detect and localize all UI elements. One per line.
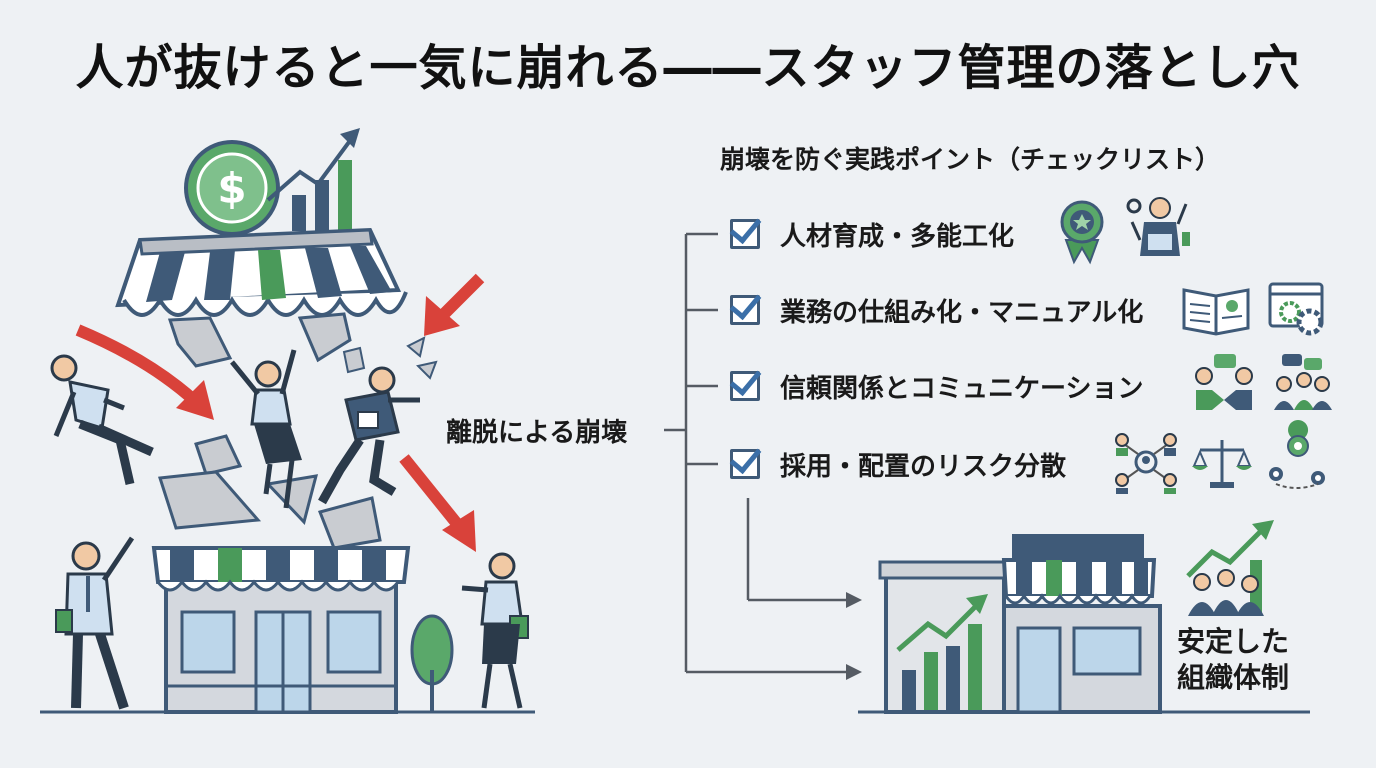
falling-person-right	[318, 366, 420, 505]
checkbox-checked-icon	[729, 440, 762, 479]
connector-lines	[664, 232, 850, 674]
location-pins-icon	[1269, 420, 1325, 489]
checklist-item-systemization: 業務の仕組み化・マニュアル化	[729, 286, 1144, 330]
checkbox-checked-icon	[729, 362, 762, 401]
flying-awning	[115, 227, 438, 380]
standing-man-waving	[55, 536, 135, 710]
stable-label-line2: 組織体制	[1176, 661, 1289, 694]
rubble	[158, 434, 382, 550]
people-network-icon	[1115, 433, 1177, 494]
checklist-heading: 崩壊を防ぐ実践ポイント（チェックリスト）	[720, 145, 1221, 174]
collapsing-store-illustration: $	[40, 128, 535, 714]
falling-person-woman	[230, 349, 302, 509]
svg-text:$: $	[217, 164, 246, 213]
checklist-item-label: 人材育成・多能工化	[780, 221, 1015, 252]
team-chat-icon	[1274, 354, 1332, 410]
checklist-item-label: 採用・配置のリスク分散	[780, 451, 1067, 482]
checklist-item-label: 業務の仕組み化・マニュアル化	[780, 297, 1144, 328]
standing-woman-walking	[461, 552, 529, 709]
growing-team-icon	[1186, 520, 1274, 616]
checklist-item-communication: 信頼関係とコミュニケーション	[729, 362, 1144, 406]
collapse-label: 離脱による崩壊	[446, 418, 628, 448]
growth-bars-icon	[266, 128, 360, 231]
falling-person-left	[50, 354, 154, 485]
gears-window-icon	[1268, 282, 1324, 336]
stable-store-illustration	[858, 534, 1310, 714]
balance-scale-icon	[1192, 440, 1252, 488]
stable-organization-label: 安定した 組織体制	[1166, 624, 1300, 696]
checklist-item-training: 人材育成・多能工化	[729, 210, 1015, 254]
falling-red-arrows	[75, 273, 485, 552]
multiskilled-worker-icon	[1126, 197, 1190, 256]
award-badge-icon	[1060, 200, 1104, 265]
handshake-icon	[1195, 354, 1253, 410]
checkbox-checked-icon	[729, 286, 762, 325]
dollar-coin-icon: $	[184, 140, 280, 236]
checkbox-checked-icon	[729, 210, 762, 249]
checklist-item-risk-distribution: 採用・配置のリスク分散	[729, 440, 1067, 484]
stable-label-line1: 安定した	[1176, 625, 1289, 658]
broken-store-building	[151, 546, 454, 714]
checklist-item-label: 信頼関係とコミュニケーション	[780, 373, 1144, 404]
page-title: 人が抜けると一気に崩れる――スタッフ管理の落とし穴	[75, 40, 1301, 96]
manual-book-icon	[1182, 288, 1250, 336]
